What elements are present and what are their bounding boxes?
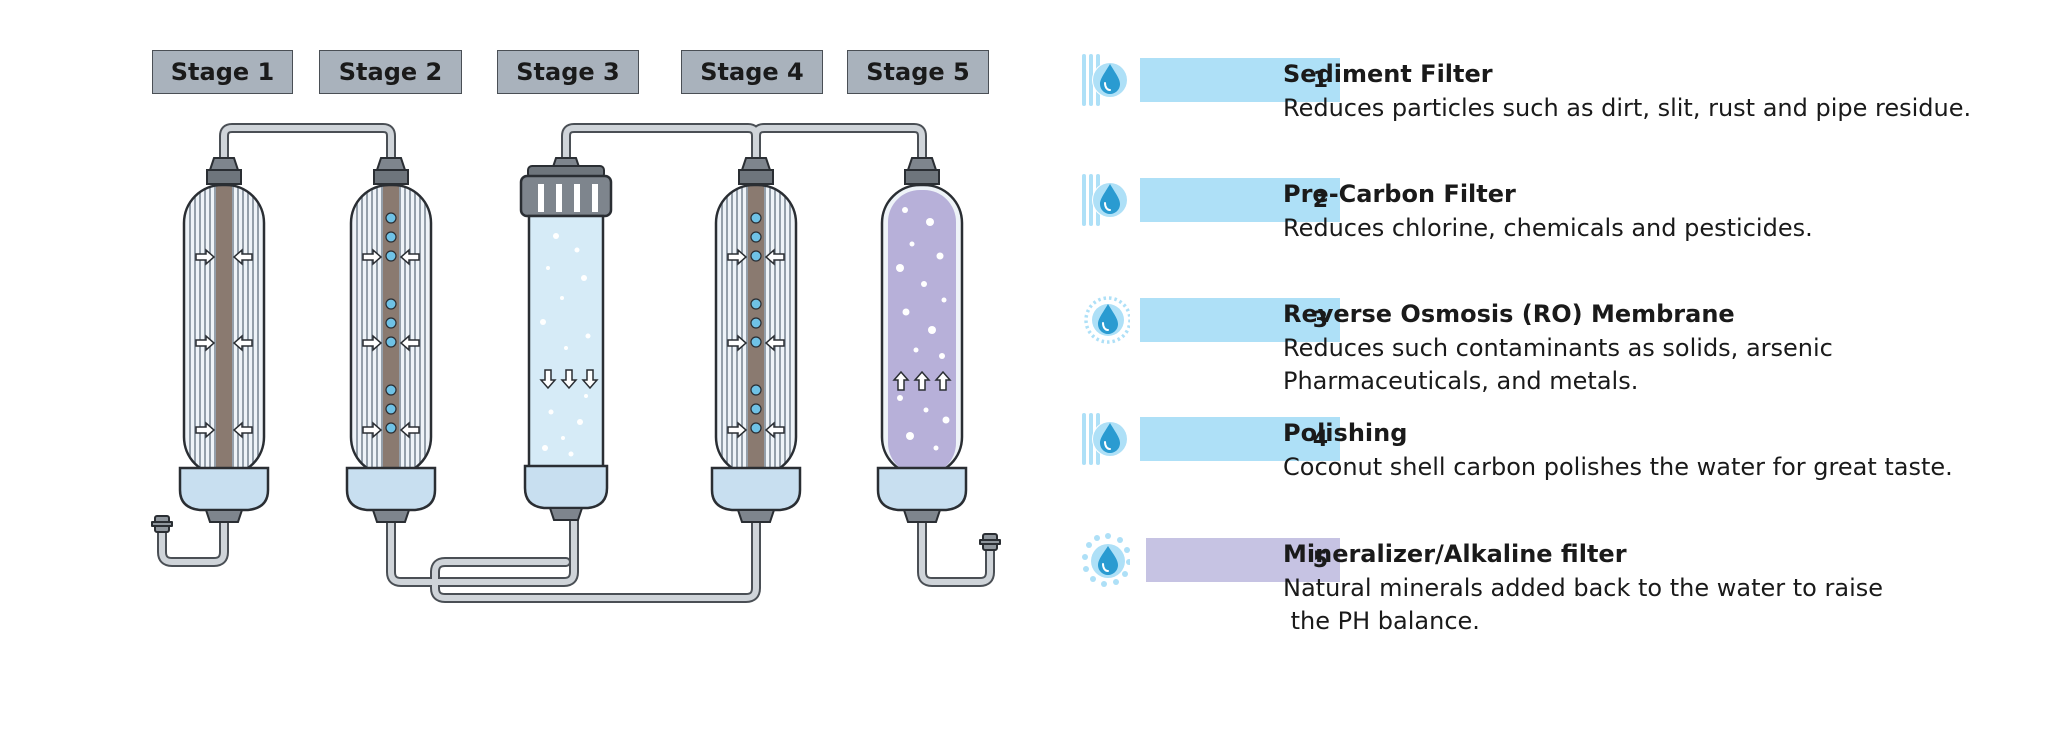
legend-bar-5	[1146, 538, 1340, 582]
stage-label-5: Stage 5	[847, 50, 989, 94]
stage-label-3: Stage 3	[497, 50, 639, 94]
water-drop-striped-icon	[1082, 174, 1128, 226]
stage-label-1: Stage 1	[152, 50, 293, 94]
stage-label-2: Stage 2	[319, 50, 462, 94]
water-tubing	[151, 123, 1001, 603]
legend-desc-3-line-1: Reduces such contaminants as solids, ars…	[1283, 334, 1833, 362]
legend-bar-2	[1140, 178, 1340, 222]
legend-number-3: 3	[1312, 307, 1328, 333]
legend-desc-2: Reduces chlorine, chemicals and pesticid…	[1283, 214, 1813, 242]
legend-desc-4: Coconut shell carbon polishes the water …	[1283, 453, 1953, 481]
stage-3-cartridge	[519, 157, 613, 521]
legend-title-1: Sediment Filter	[1283, 60, 1493, 88]
legend-bar-4	[1140, 417, 1340, 461]
legend-title-4: Polishing	[1283, 419, 1408, 447]
legend-desc-5-line-1: Natural minerals added back to the water…	[1283, 574, 1883, 602]
legend-number-5: 5	[1312, 547, 1328, 573]
legend-bar-3	[1140, 298, 1340, 342]
water-drop-striped-icon	[1082, 413, 1128, 465]
legend-title-5: Mineralizer/Alkaline filter	[1283, 540, 1627, 568]
stage-label-4: Stage 4	[681, 50, 823, 94]
water-drop-striped-icon	[1082, 54, 1128, 106]
water-drop-dotted-ring-icon	[1084, 296, 1130, 344]
legend-title-3: Reverse Osmosis (RO) Membrane	[1283, 300, 1735, 328]
legend-desc-1: Reduces particles such as dirt, slit, ru…	[1283, 94, 1972, 122]
stage-1-cartridge	[178, 157, 270, 523]
legend-number-2: 2	[1312, 187, 1328, 213]
legend-title-2: Pre-Carbon Filter	[1283, 180, 1516, 208]
stage-2-cartridge	[345, 157, 437, 523]
legend-desc-5-line-2: the PH balance.	[1283, 607, 1480, 635]
legend-bar-1	[1140, 58, 1340, 102]
stage-4-cartridge	[710, 157, 802, 523]
legend-number-4: 4	[1312, 426, 1328, 452]
water-drop-mineral-icon	[1082, 533, 1130, 587]
stage-5-cartridge	[876, 157, 968, 523]
legend-number-1: 1	[1312, 67, 1328, 93]
legend-desc-3-line-2: Pharmaceuticals, and metals.	[1283, 367, 1639, 395]
